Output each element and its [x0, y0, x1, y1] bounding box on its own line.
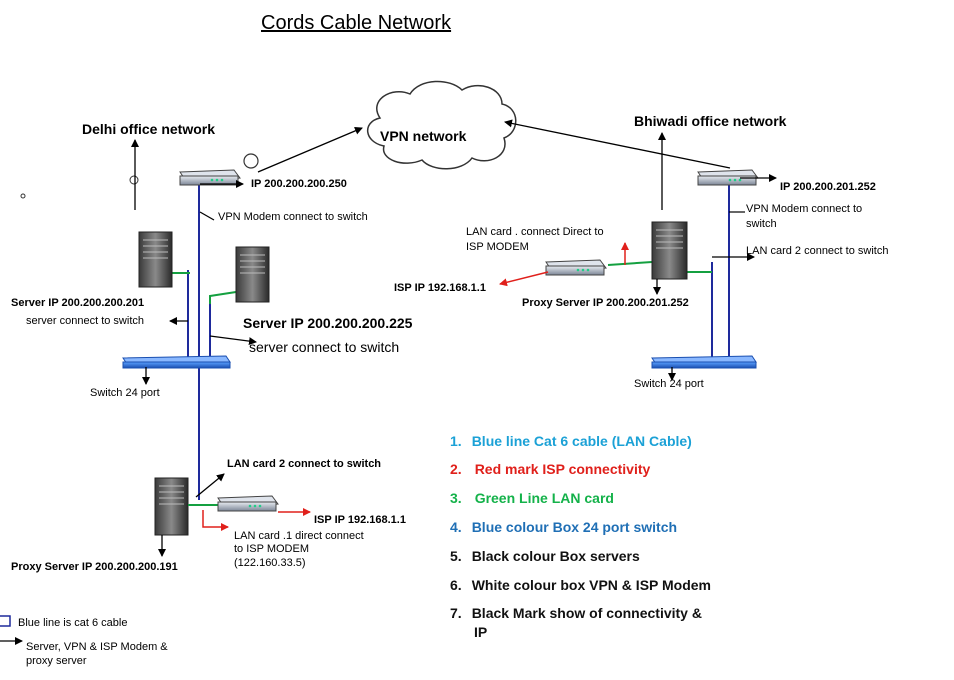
- delhi-switch: [122, 355, 231, 369]
- delhi-lan1-note-1: LAN card .1 direct connect: [234, 530, 364, 542]
- legend-item-4: 4.Blue colour Box 24 port switch: [450, 519, 677, 535]
- bhiwadi-isp-modem: [545, 259, 607, 276]
- delhi-server2-ip: Server IP 200.200.200.225: [243, 315, 413, 331]
- delhi-isp-modem: [217, 495, 279, 512]
- delhi-server-2: [235, 246, 270, 303]
- legend-item-2: 2.Red mark ISP connectivity: [450, 461, 650, 477]
- delhi-heading: Delhi office network: [82, 121, 215, 137]
- footnote-blue-line: Blue line is cat 6 cable: [18, 617, 127, 629]
- delhi-proxy-server: [154, 477, 189, 536]
- delhi-vpn-modem: [179, 169, 241, 186]
- cloud-label: VPN network: [380, 128, 467, 144]
- vpn-cloud: [367, 80, 517, 170]
- delhi-server1-ip: Server IP 200.200.200.201: [11, 297, 144, 309]
- bhiwadi-proxy-server: [651, 221, 688, 280]
- bubble-dot: [20, 193, 26, 199]
- bhiwadi-cables: [711, 180, 730, 358]
- bhiwadi-proxy-isp-lan: [607, 261, 653, 266]
- delhi-server-1: [138, 231, 173, 288]
- bhiwadi-heading: Bhiwadi office network: [634, 113, 787, 129]
- delhi-isp-ip: ISP IP 192.168.1.1: [314, 514, 406, 526]
- bhiwadi-modem-note-2: switch: [746, 218, 777, 230]
- delhi-server2-note: server connect to switch: [249, 339, 399, 355]
- delhi-server2-arrow: [209, 335, 257, 346]
- legend-item-7-cont: IP: [474, 624, 487, 640]
- legend-item-1: 1.Blue line Cat 6 cable (LAN Cable): [450, 433, 692, 449]
- delhi-lan1-red: [202, 510, 229, 531]
- diagram-title: Cords Cable Network: [261, 12, 452, 34]
- bhiwadi-lan2-note: LAN card 2 connect to switch: [746, 245, 888, 257]
- delhi-lan2-note: LAN card 2 connect to switch: [227, 458, 381, 470]
- bhiwadi-vpn-link: [504, 119, 731, 169]
- bhiwadi-modem-ip: IP 200.200.201.252: [780, 181, 876, 193]
- legend-item-5: 5.Black colour Box servers: [450, 548, 640, 564]
- bhiwadi-lan1-note-1: LAN card . connect Direct to: [466, 226, 604, 238]
- bhiwadi-proxy-ip: Proxy Server IP 200.200.201.252: [522, 297, 689, 309]
- cloud-bubble: [243, 153, 259, 169]
- delhi-modem-ip: IP 200.200.200.250: [251, 178, 347, 190]
- legend-item-7: 7.Black Mark show of connectivity &: [450, 605, 702, 621]
- delhi-lan1-note-2: to ISP MODEM: [234, 543, 309, 555]
- bhiwadi-modem-note-1: VPN Modem connect to: [746, 203, 862, 215]
- delhi-modem-note-arrow: [199, 211, 215, 221]
- delhi-lan1-note-3: (122.160.33.5): [234, 557, 306, 569]
- bhiwadi-isp-ip: ISP IP 192.168.1.1: [394, 282, 486, 294]
- bhiwadi-switch-label: Switch 24 port: [634, 378, 704, 390]
- delhi-proxy-ip: Proxy Server IP 200.200.200.191: [11, 561, 178, 573]
- delhi-server1-note: server connect to switch: [26, 315, 144, 327]
- delhi-server2-lan: [209, 291, 237, 304]
- legend-item-3: 3.Green Line LAN card: [450, 490, 614, 506]
- footnote-blue-line-marker: [0, 615, 11, 627]
- footnote-devices-1: Server, VPN & ISP Modem &: [26, 641, 168, 653]
- footnote-devices-2: proxy server: [26, 655, 87, 667]
- delhi-vpn-link: [257, 127, 363, 173]
- delhi-lan2-arrow: [195, 473, 225, 498]
- delhi-switch-label: Switch 24 port: [90, 387, 160, 399]
- bhiwadi-isp-arrow: [499, 271, 549, 287]
- bhiwadi-lan1-note-2: ISP MODEM: [466, 241, 529, 253]
- bhiwadi-switch: [651, 355, 757, 369]
- legend: 1.Blue line Cat 6 cable (LAN Cable) 2.Re…: [450, 433, 711, 640]
- delhi-modem-note: VPN Modem connect to switch: [218, 211, 368, 223]
- legend-item-6: 6.White colour box VPN & ISP Modem: [450, 577, 711, 593]
- delhi-cables: [187, 180, 211, 500]
- bubble-left: [129, 175, 139, 185]
